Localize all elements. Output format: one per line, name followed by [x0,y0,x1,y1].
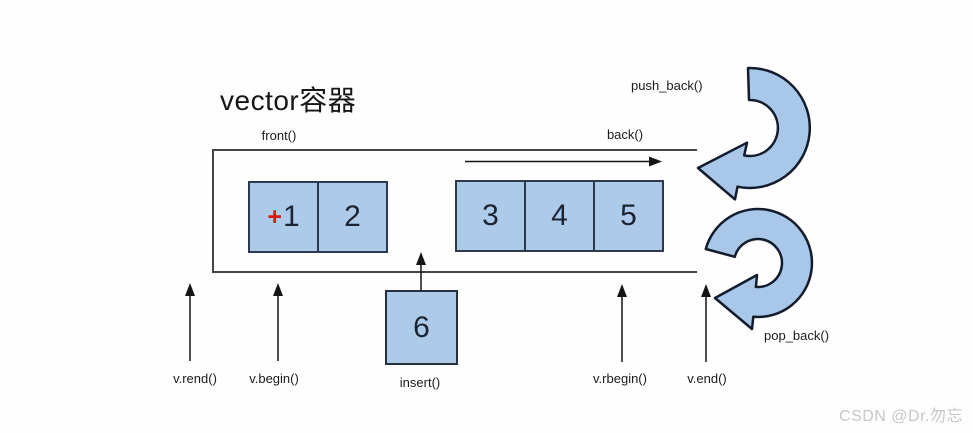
cell-value: 1 [282,200,300,233]
vector-front-cells: +1 2 [248,181,388,253]
vector-cell-2: 2 [317,181,388,253]
v-rbegin-arrow-head-icon [617,284,627,297]
v-rend-arrow-head-icon [185,283,195,296]
v-begin-arrow-head-icon [273,283,283,296]
cell-value: 5 [620,199,637,232]
vector-back-cells: 3 4 5 [455,180,664,252]
pop-back-curved-arrow-icon [704,207,814,331]
back-label: back() [606,127,644,142]
pop-back-label: pop_back() [764,328,830,343]
cell-value: 4 [551,199,568,232]
v-begin-label: v.begin() [249,371,299,386]
insert-arrow-head-icon [416,252,426,265]
cell-value: 2 [344,200,361,233]
push-back-label: push_back() [631,78,703,93]
vector-cell-5: 5 [593,180,664,252]
direction-arrow-head-icon [649,156,662,167]
front-label: front() [261,128,297,143]
v-rend-label: v.rend() [173,371,217,386]
v-rbegin-label: v.rbegin() [593,371,647,386]
v-end-arrow-head-icon [701,284,711,297]
vector-cell-4: 4 [524,180,595,252]
watermark: CSDN @Dr.勿忘 [839,408,963,425]
cell-value: 6 [413,310,430,344]
v-end-label: v.end() [687,371,727,386]
plus-sign: + [267,202,282,231]
vector-cell-1: +1 [248,181,319,253]
diagram-title: vector容器 [220,85,357,116]
insert-value-box: 6 [385,290,458,365]
insert-label: insert() [399,375,441,390]
cell-value: 3 [482,199,499,232]
vector-cell-3: 3 [455,180,526,252]
push-back-curved-arrow-icon [696,66,812,201]
